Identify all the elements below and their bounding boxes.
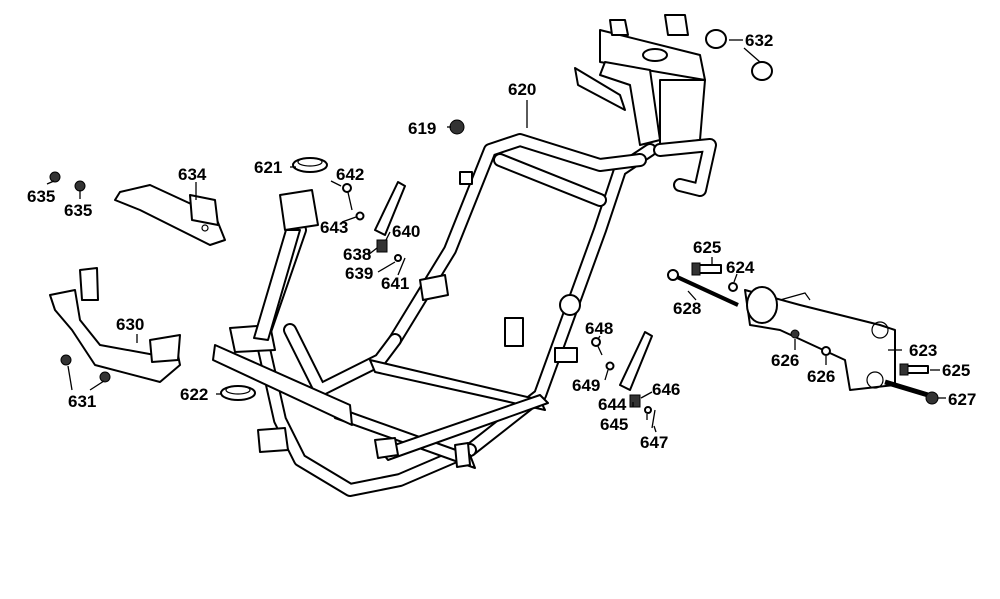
washer-626-b xyxy=(821,346,831,356)
label-626-b: 626 xyxy=(807,367,835,386)
nut-631-b xyxy=(99,371,111,383)
label-635-left: 635 xyxy=(27,187,55,206)
label-640: 640 xyxy=(392,222,420,241)
bracket-630 xyxy=(49,267,181,383)
bolt-625-upper xyxy=(691,262,722,276)
label-639: 639 xyxy=(345,264,373,283)
nut-635-right xyxy=(74,180,86,192)
nut-631-a xyxy=(60,354,72,366)
leader-lines xyxy=(46,39,946,433)
bushing-621 xyxy=(292,157,328,173)
label-626-a: 626 xyxy=(771,351,799,370)
washer-639 xyxy=(394,254,402,262)
label-634: 634 xyxy=(178,165,207,184)
label-648: 648 xyxy=(585,319,613,338)
label-621: 621 xyxy=(254,158,282,177)
main-frame xyxy=(212,14,717,497)
pin-648 xyxy=(591,337,603,356)
bolt-627 xyxy=(884,379,939,405)
washer-624 xyxy=(728,282,738,292)
bushing-622 xyxy=(220,385,256,401)
washer-643 xyxy=(355,211,365,221)
label-619: 619 xyxy=(408,119,436,138)
pin-642 xyxy=(342,183,353,211)
label-644: 644 xyxy=(598,395,627,414)
stand-arm-640 xyxy=(374,181,406,236)
cap-632-a xyxy=(705,29,727,49)
washer-649 xyxy=(605,361,615,371)
label-646: 646 xyxy=(652,380,680,399)
cap-632-b xyxy=(751,61,773,81)
label-641: 641 xyxy=(381,274,409,293)
spring-644 xyxy=(629,394,641,408)
stand-arm-646 xyxy=(619,331,653,391)
nut-635-left xyxy=(49,171,61,183)
label-628: 628 xyxy=(673,299,701,318)
label-642: 642 xyxy=(336,165,364,184)
nut-619 xyxy=(449,119,465,135)
washer-645 xyxy=(644,406,652,414)
label-649: 649 xyxy=(572,376,600,395)
nut-626-a xyxy=(790,329,800,339)
spring-638 xyxy=(376,239,388,253)
label-622: 622 xyxy=(180,385,208,404)
callout-labels: 619 620 621 622 623 624 625 625 626 626 … xyxy=(27,31,976,452)
label-631: 631 xyxy=(68,392,96,411)
label-643: 643 xyxy=(320,218,348,237)
bracket-634 xyxy=(114,184,226,246)
label-630: 630 xyxy=(116,315,144,334)
label-635-right: 635 xyxy=(64,201,92,220)
label-627: 627 xyxy=(948,390,976,409)
label-623: 623 xyxy=(909,341,937,360)
label-632: 632 xyxy=(745,31,773,50)
label-638: 638 xyxy=(343,245,371,264)
label-647: 647 xyxy=(640,433,668,452)
pin-647 xyxy=(651,409,656,429)
label-620: 620 xyxy=(508,80,536,99)
label-625-upper: 625 xyxy=(693,238,721,257)
engine-hanger-623 xyxy=(744,286,896,391)
bolt-628 xyxy=(667,269,739,307)
bolt-625-lower xyxy=(899,363,929,376)
label-624: 624 xyxy=(726,258,755,277)
label-645: 645 xyxy=(600,415,628,434)
label-625-lower: 625 xyxy=(942,361,970,380)
pin-641 xyxy=(397,257,406,276)
